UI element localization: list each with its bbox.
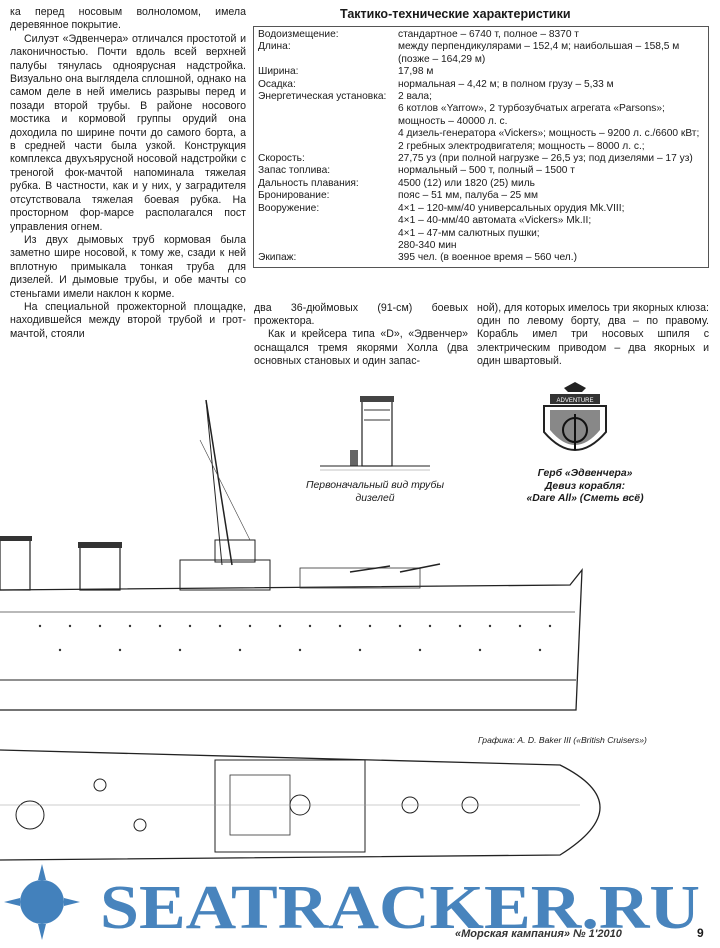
spec-key: Экипаж: xyxy=(258,252,297,264)
spec-key: Длина: xyxy=(258,41,291,53)
spec-row: Дальность плавания: 4500 (12) или 1820 (2… xyxy=(258,178,704,190)
spec-key: Бронирование: xyxy=(258,190,330,202)
spec-row: Осадка: нормальная – 4,42 м; в полном гру… xyxy=(258,79,704,91)
graphics-credit: Графика: A. D. Baker III («British Cruis… xyxy=(478,735,647,745)
spec-value: нормальная – 4,42 м; в полном грузу – 5,… xyxy=(398,78,614,90)
spec-row: Скорость: 27,75 уз (при полной нагрузке –… xyxy=(258,153,704,165)
spec-row: 4×1 – 40-мм/40 автомата «Vickers» Mk.II; xyxy=(258,215,704,227)
spec-key xyxy=(258,228,398,240)
spec-row: 280-340 мин xyxy=(258,240,704,252)
paragraph: Как и крейсера типа «D», «Эдвенчер» осна… xyxy=(254,328,468,367)
spec-title: Тактико-технические характеристики xyxy=(340,7,571,21)
spec-value: 4×1 – 120-мм/40 универсальных орудия Mk.… xyxy=(398,202,625,214)
crest-caption-line: Девиз корабля: xyxy=(544,480,626,492)
spec-row: Вооружение: 4×1 – 120-мм/40 универсальных… xyxy=(258,203,704,215)
spec-value: стандартное – 6740 т, полное – 8370 т xyxy=(398,29,579,40)
spec-value: 17,98 м xyxy=(398,66,434,78)
left-text-column: ка перед носовым волноломом, имела дерев… xyxy=(10,6,246,341)
spec-row: 2 гребных электродвигателя; мощность – 8… xyxy=(258,141,704,153)
spec-value: 395 чел. (в военное время – 560 чел.) xyxy=(398,252,577,264)
spec-key: Вооружение: xyxy=(258,202,320,214)
paragraph: На специальной прожекторной площадке, на… xyxy=(10,300,246,340)
spec-value: 2 гребных электродвигателя; мощность – 8… xyxy=(398,140,645,152)
spec-value: 4×1 – 47-мм салютных пушки; xyxy=(398,227,540,239)
ship-deck-plan-drawing xyxy=(0,749,601,861)
spec-value: 280-340 мин xyxy=(398,239,457,251)
spec-key: Осадка: xyxy=(258,78,296,90)
page-number: 9 xyxy=(697,926,704,940)
paragraph: ка перед носовым волноломом, имела дерев… xyxy=(10,6,246,32)
middle-text-column: два 36-дюймовых (91-см) боевых прожектор… xyxy=(254,302,468,368)
ship-crest-icon: ADVENTURE xyxy=(543,382,607,451)
paragraph: Из двух дымовых труб кормовая была замет… xyxy=(10,233,246,300)
spec-value: пояс – 51 мм, палуба – 25 мм xyxy=(398,190,539,202)
right-text-column: ной), для которых имелось три якорных кл… xyxy=(477,302,709,368)
spec-key xyxy=(258,141,398,153)
spec-key: Скорость: xyxy=(258,153,305,165)
paragraph: два 36-дюймовых (91-см) боевых прожектор… xyxy=(254,302,468,328)
spec-key: Запас топлива: xyxy=(258,165,331,177)
spec-key xyxy=(258,103,398,128)
spec-box: Водоизмещение: стандартное – 6740 т, полн… xyxy=(253,26,709,268)
spec-value: нормальный – 500 т, полный – 1500 т xyxy=(398,165,575,177)
spec-row: 6 котлов «Yarrow», 2 турбозубчатых агрег… xyxy=(258,103,704,128)
spec-row: Экипаж: 395 чел. (в военное время – 560 ч… xyxy=(258,252,704,264)
spec-key xyxy=(258,215,398,227)
funnel-drawing xyxy=(320,396,430,471)
crest-ribbon-text: ADVENTURE xyxy=(556,398,593,404)
spec-row: Длина: между перпендикулярами – 152,4 м; … xyxy=(258,41,704,66)
paragraph: Силуэт «Эдвенчера» отличался простотой и… xyxy=(10,32,246,233)
spec-row: Водоизмещение: стандартное – 6740 т, полн… xyxy=(258,29,704,41)
spec-row: Энергетическая установка: 2 вала; xyxy=(258,91,704,103)
spec-row: 4 дизель-генератора «Vickers»; мощность … xyxy=(258,128,704,140)
crest-caption-line: «Dare All» (Сметь всё) xyxy=(526,493,644,505)
spec-value: 4×1 – 40-мм/40 автомата «Vickers» Mk.II; xyxy=(398,215,592,227)
funnel-caption: Первоначальный вид трубы дизелей xyxy=(306,480,444,504)
spec-row: 4×1 – 47-мм салютных пушки; xyxy=(258,228,704,240)
spec-key xyxy=(258,240,398,252)
crest-caption: Герб «Эдвенчера» Девиз корабля: «Dare Al… xyxy=(500,468,670,506)
spec-key: Водоизмещение: xyxy=(258,29,339,40)
watermark: SEATRACKER.RU xyxy=(4,864,700,942)
spec-key xyxy=(258,128,398,140)
spec-value: 2 вала; xyxy=(398,91,432,103)
crest-caption-line: Герб «Эдвенчера» xyxy=(537,468,633,479)
spec-value: 4 дизель-генератора «Vickers»; мощность … xyxy=(398,128,700,140)
spec-row: Бронирование: пояс – 51 мм, палуба – 25 м… xyxy=(258,190,704,202)
spec-value: 6 котлов «Yarrow», 2 турбозубчатых агрег… xyxy=(398,103,665,127)
spec-value: между перпендикулярами – 152,4 м; наибол… xyxy=(398,41,680,65)
spec-value: 27,75 уз (при полной нагрузке – 26,5 уз;… xyxy=(398,153,693,165)
magazine-footer: «Морская кампания» № 1'2010 xyxy=(455,928,622,940)
spec-key: Энергетическая установка: xyxy=(258,91,387,103)
spec-table: Водоизмещение: стандартное – 6740 т, полн… xyxy=(253,26,709,268)
ship-profile-drawing xyxy=(0,399,583,711)
watermark-text: SEATRACKER.RU xyxy=(100,874,700,942)
spec-key: Ширина: xyxy=(258,66,299,78)
spec-row: Запас топлива: нормальный – 500 т, полный… xyxy=(258,165,704,177)
spec-value: 4500 (12) или 1820 (25) миль xyxy=(398,177,535,189)
paragraph: ной), для которых имелось три якорных кл… xyxy=(477,302,709,367)
spec-row: Ширина: 17,98 м xyxy=(258,66,704,78)
spec-key: Дальность плавания: xyxy=(258,177,359,189)
